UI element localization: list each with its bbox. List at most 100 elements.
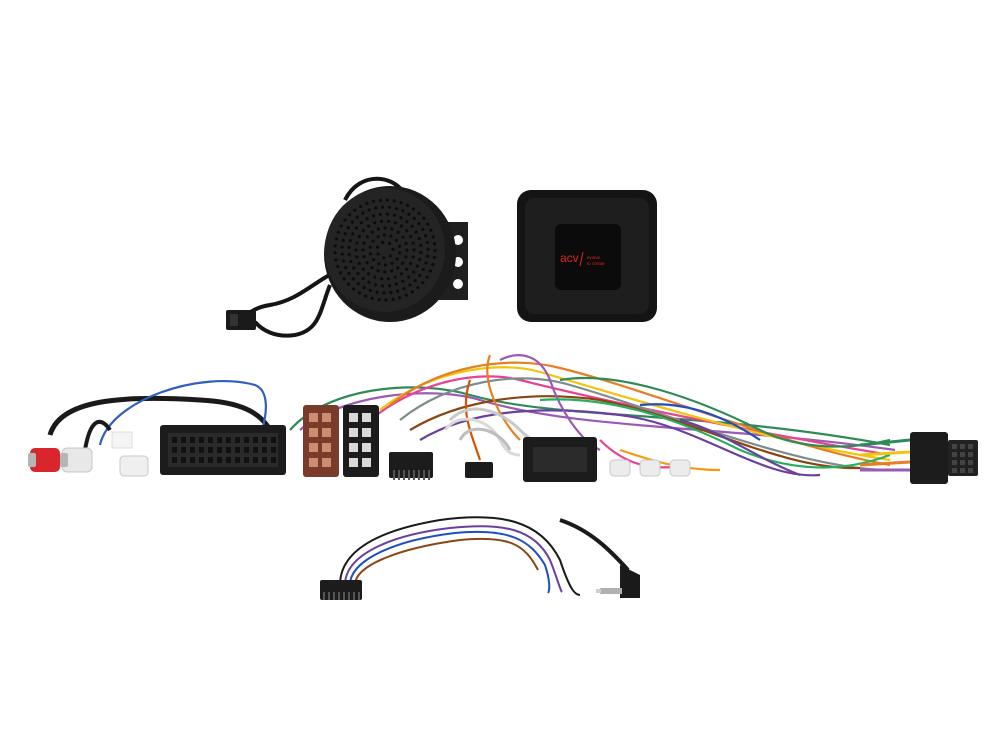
grille-hole <box>415 264 419 268</box>
grille-hole <box>361 276 365 281</box>
iso-connector-black <box>343 405 379 477</box>
connector-pin <box>208 457 213 463</box>
grille-hole <box>412 216 416 221</box>
connector-pin <box>235 457 240 463</box>
grille-hole <box>347 253 351 257</box>
connector-pin <box>262 437 267 443</box>
grille-hole <box>416 286 420 290</box>
grille-hole <box>421 227 425 232</box>
grille-hole <box>385 198 390 202</box>
connector-pin <box>968 452 973 457</box>
connector-pin <box>328 592 330 600</box>
grille-hole <box>361 267 365 271</box>
connector-pin <box>235 437 240 443</box>
radio-lead-connector <box>320 580 362 600</box>
grille-hole <box>396 230 400 234</box>
grille-hole <box>389 291 393 295</box>
grille-hole <box>366 272 371 276</box>
connector-pin <box>343 592 345 600</box>
connector-pin <box>398 470 400 480</box>
connector-pin <box>952 444 957 449</box>
grille-hole <box>379 277 384 281</box>
connector-pin <box>322 443 331 452</box>
grille-hole <box>433 242 437 246</box>
grille-hole <box>364 294 368 298</box>
grille-hole <box>358 204 363 208</box>
grille-hole <box>419 243 423 247</box>
grille-hole <box>349 259 353 264</box>
wire-harness <box>47 354 911 477</box>
grille-hole <box>382 291 386 295</box>
connector-pin <box>362 413 371 422</box>
grille-hole <box>372 258 376 262</box>
grille-hole <box>425 275 429 279</box>
interface-box: acv evolve to create <box>517 190 657 322</box>
grille-hole <box>405 248 409 252</box>
grille-hole <box>390 261 394 265</box>
grille-hole <box>398 296 402 300</box>
grille-hole <box>334 237 338 241</box>
grille-hole <box>352 287 356 291</box>
grille-hole <box>388 254 393 258</box>
grille-hole <box>361 211 365 215</box>
right-connector <box>910 432 978 484</box>
grille-hole <box>365 235 369 239</box>
grille-hole <box>393 275 397 279</box>
grille-hole <box>383 270 387 274</box>
connector-pin <box>362 443 371 452</box>
grille-hole <box>361 248 365 252</box>
grille-hole <box>356 272 360 276</box>
grille-hole <box>355 241 359 245</box>
grille-hole <box>333 251 337 255</box>
connector-pin <box>952 452 957 457</box>
grille-hole <box>391 247 395 251</box>
grille-hole <box>396 266 400 270</box>
vehicle-connector <box>160 425 286 475</box>
grille-hole <box>410 290 414 294</box>
grille-hole <box>411 207 416 211</box>
grille-hole <box>344 265 348 270</box>
grille-hole <box>377 262 381 266</box>
grille-hole <box>388 284 392 288</box>
grille-hole <box>367 208 371 212</box>
grille-hole <box>368 252 373 256</box>
grille-hole <box>341 238 345 242</box>
connector-pin <box>349 428 358 437</box>
grille-hole <box>390 269 394 273</box>
grille-hole <box>423 234 428 238</box>
grille-hole <box>386 219 391 223</box>
grille-hole <box>411 270 416 274</box>
acv-tagline: evolve <box>587 255 601 260</box>
connector-pin <box>244 437 249 443</box>
grille-hole <box>375 290 379 294</box>
grille-hole <box>394 282 399 286</box>
connector-pin <box>322 428 331 437</box>
grille-hole <box>411 241 415 245</box>
jack-plug <box>596 565 640 598</box>
grille-hole <box>376 227 380 231</box>
connector-pin <box>309 428 318 437</box>
connector-pin <box>253 447 258 453</box>
connector-pin <box>208 437 213 443</box>
connector-pin <box>333 592 335 600</box>
grille-hole <box>433 249 437 253</box>
radio-connector <box>389 452 493 480</box>
grille-hole <box>401 261 405 265</box>
speaker-grille <box>333 198 437 302</box>
grille-hole <box>399 272 404 276</box>
grille-hole <box>405 229 409 233</box>
connector-pin <box>428 470 430 480</box>
connector-pin <box>244 447 249 453</box>
grille-hole <box>380 284 385 288</box>
grille-hole <box>346 282 351 286</box>
grille-hole <box>424 261 428 265</box>
rca-plugs <box>28 431 149 477</box>
grille-hole <box>375 245 380 249</box>
grille-hole <box>371 214 376 218</box>
connector-pin <box>208 447 213 453</box>
grille-hole <box>370 266 374 270</box>
connector-pin <box>968 468 973 473</box>
grille-hole <box>356 282 360 286</box>
grille-hole <box>391 297 395 301</box>
